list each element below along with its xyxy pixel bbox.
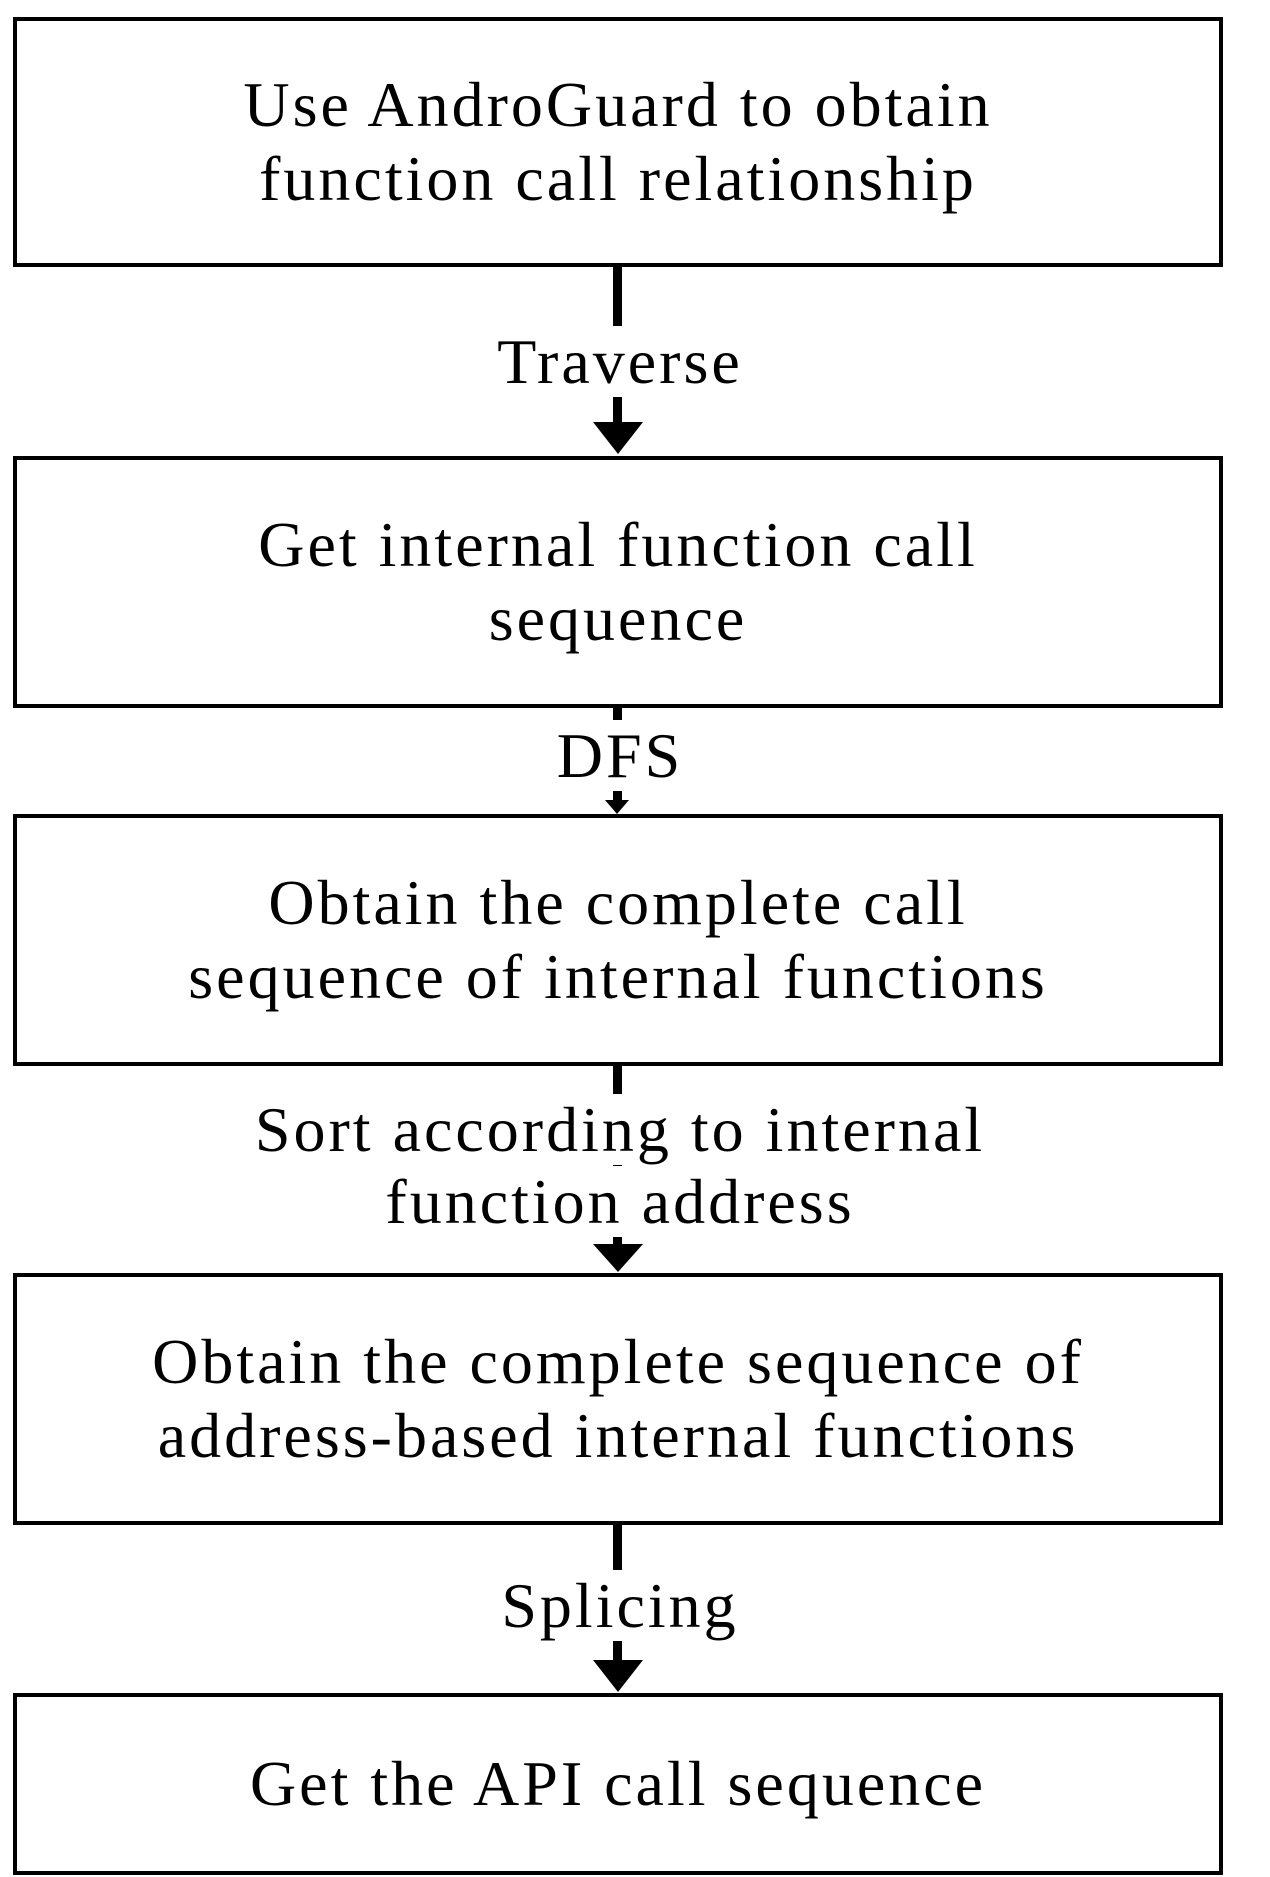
step-1-line-2: function call relationship (259, 143, 977, 214)
step-3-line-2: sequence of internal functions (188, 941, 1048, 1012)
step-box-internal-call-sequence: Get internal function call sequence (13, 456, 1223, 708)
edge-label-splicing: Splicing (0, 1570, 1240, 1642)
edge-label-traverse: Traverse (0, 326, 1240, 398)
step-box-complete-call-sequence: Obtain the complete call sequence of int… (13, 814, 1223, 1066)
edge-label-sort-line-1: Sort according to internal (248, 1094, 992, 1165)
edge-label-splicing-text: Splicing (495, 1570, 745, 1641)
step-4-line-1: Obtain the complete sequence of (152, 1326, 1084, 1397)
edge-label-dfs-text: DFS (550, 720, 690, 791)
arrow-down-icon (593, 1244, 643, 1272)
step-5-line-1: Get the API call sequence (249, 1748, 987, 1819)
step-box-api-call-sequence: Get the API call sequence (13, 1693, 1223, 1875)
step-2-line-2: sequence (488, 583, 748, 654)
step-box-androguard: Use AndroGuard to obtain function call r… (13, 17, 1223, 267)
step-2-line-1: Get internal function call (258, 509, 978, 580)
edge-label-dfs: DFS (0, 720, 1240, 792)
step-box-address-based-sequence: Obtain the complete sequence of address-… (13, 1273, 1223, 1525)
arrow-down-icon (605, 800, 629, 814)
arrow-down-icon (593, 422, 643, 454)
edge-label-traverse-text: Traverse (491, 326, 749, 397)
edge-label-sort-line-2: function address (379, 1166, 861, 1237)
edge-label-sort: Sort according to internal function addr… (0, 1094, 1240, 1238)
step-1-line-1: Use AndroGuard to obtain (243, 69, 993, 140)
step-3-line-1: Obtain the complete call (268, 867, 968, 938)
step-4-line-2: address-based internal functions (157, 1400, 1079, 1471)
arrow-down-icon (593, 1660, 643, 1692)
